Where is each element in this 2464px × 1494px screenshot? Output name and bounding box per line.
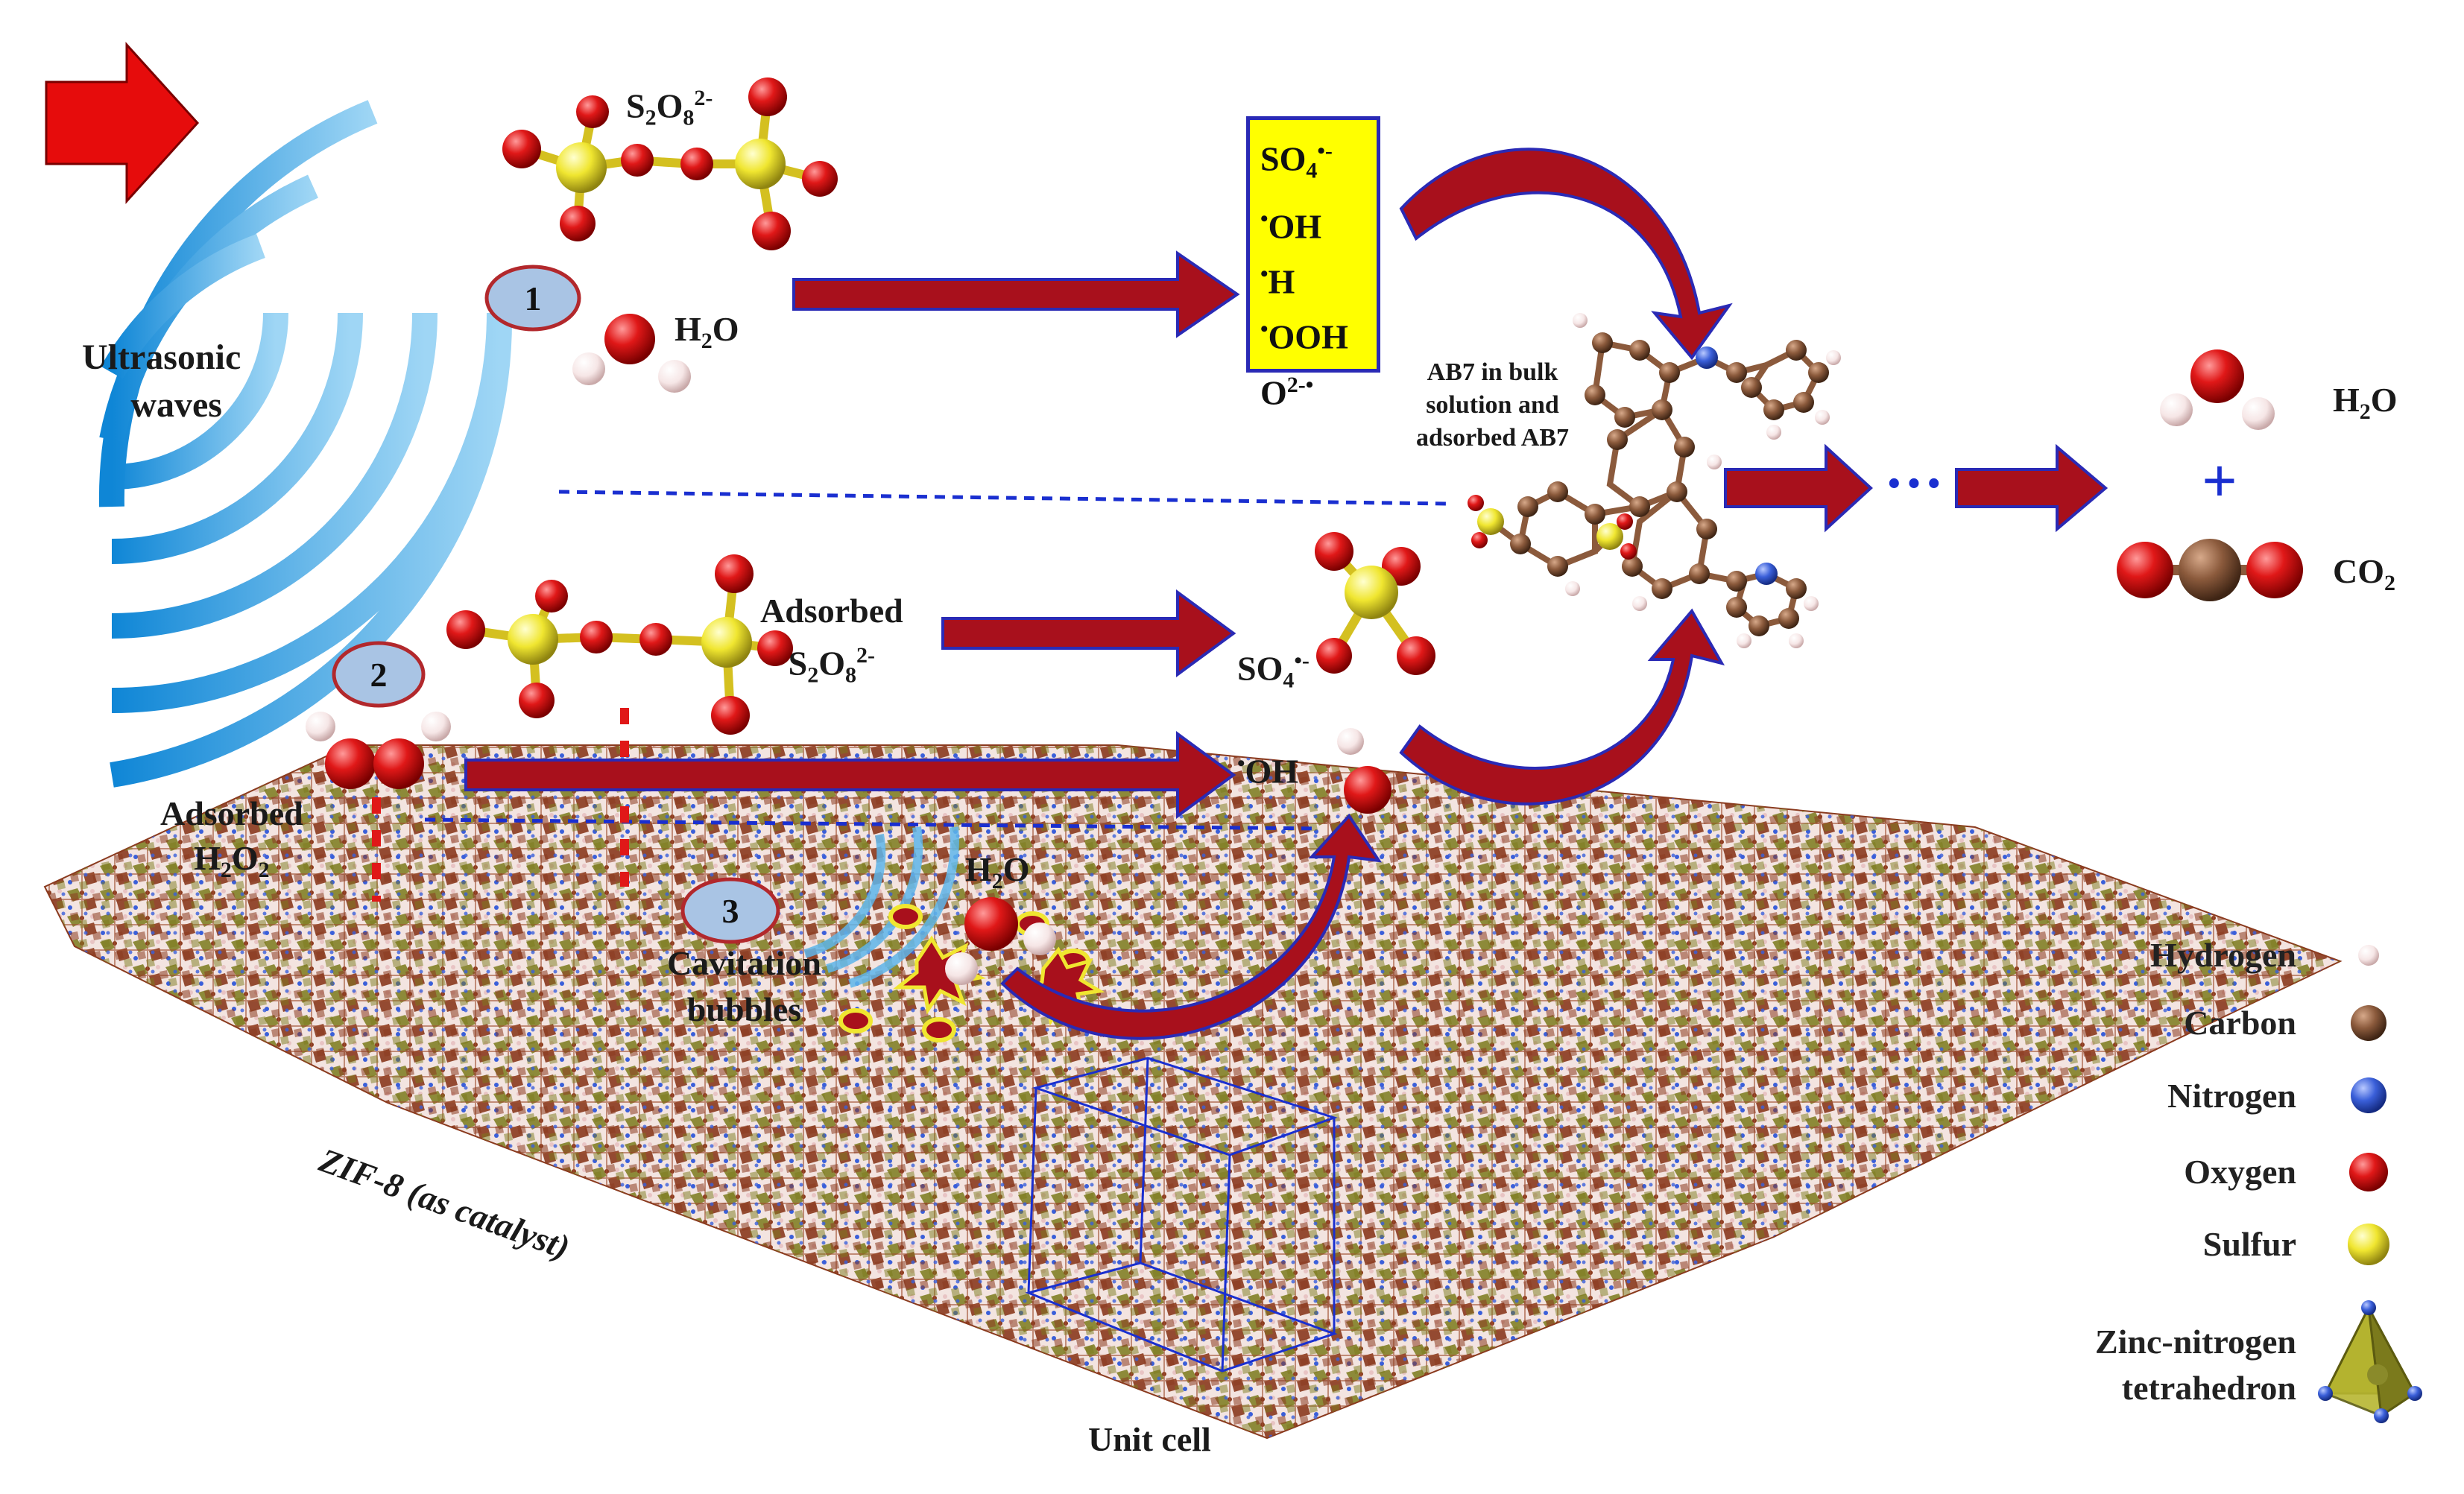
nitrogen-atom-icon — [2351, 1077, 2386, 1113]
radical-hydrogen: •H — [1260, 261, 1295, 301]
legend-icons — [2318, 945, 2422, 1423]
product-water-molecule — [2160, 349, 2275, 430]
adsorbed-h2o2-line-1: Adsorbed — [160, 794, 303, 832]
unit-cell-box — [1025, 1057, 1338, 1373]
cavitation-line-2: bubbles — [686, 990, 802, 1028]
ultrasonic-waves-icon — [98, 100, 378, 507]
adsorbed-persulfate-line-1: Adsorbed — [760, 592, 903, 630]
legend-tetrahedron-line-2: tetrahedron — [2121, 1369, 2296, 1407]
ultrasonic-line-1: Ultrasonic — [82, 338, 241, 377]
product-co2-label: CO2 — [2333, 552, 2395, 596]
persulfate-label-top: S2O82- — [626, 86, 713, 130]
legend-nitrogen-label: Nitrogen — [2167, 1077, 2296, 1115]
ultrasonic-waves-label: Ultrasonic waves — [82, 334, 241, 429]
legend-tetrahedron-line-1: Zinc-nitrogen — [2094, 1323, 2296, 1361]
svg-text:1: 1 — [525, 279, 542, 317]
hydroxyl-radical-label: •OH — [1237, 751, 1299, 791]
curved-arrow-top — [1399, 148, 1733, 361]
hydrogen-atom-icon — [2358, 945, 2379, 966]
hydroxyl-radical-molecule — [1337, 728, 1391, 814]
degradation-arrow-1 — [1724, 443, 1873, 533]
legend-carbon-label: Carbon — [2184, 1004, 2296, 1042]
adsorbed-persulfate-line-2: S2O82- — [788, 643, 876, 688]
persulfate-molecule-adsorbed — [446, 554, 793, 735]
svg-text:2: 2 — [370, 656, 388, 694]
water-molecule-top — [572, 314, 691, 393]
product-water-label: H2O — [2333, 381, 2398, 425]
zif8-framework — [43, 744, 2343, 1440]
radicals-box: SO4•- •OH •H •OOH O2-• — [1246, 116, 1380, 411]
product-co2-molecule — [2117, 539, 2303, 601]
legend-tetrahedron-label: Zinc-nitrogen tetrahedron — [2095, 1319, 2296, 1411]
step-badge-3: 3 — [680, 877, 780, 944]
reaction-arrow-2 — [941, 589, 1236, 677]
legend-sulfur-label: Sulfur — [2202, 1225, 2296, 1263]
curved-arrow-bottom — [1399, 608, 1725, 805]
reaction-arrow-1 — [792, 250, 1240, 338]
ab7-line-2: solution and — [1426, 391, 1559, 419]
zinc-nitrogen-tetrahedron-icon — [2318, 1300, 2422, 1423]
water-label-top: H2O — [675, 310, 739, 354]
adsorbed-persulfate-label: Adsorbed S2O82- — [760, 589, 903, 698]
legend-hydrogen-label: Hydrogen — [2150, 936, 2296, 974]
radical-superoxide: O2-• — [1260, 372, 1314, 411]
cavitation-water-label: H2O — [965, 850, 1030, 894]
radical-hydroperoxyl: •OOH — [1260, 317, 1348, 356]
adsorbed-h2o2-line-2: H2O2 — [194, 839, 270, 883]
radical-hydroxyl: •OH — [1260, 206, 1322, 245]
ellipsis-dots: ··· — [1884, 451, 1944, 516]
oxygen-atom-icon — [2349, 1153, 2388, 1191]
ab7-label: AB7 in bulk solution and adsorbed AB7 — [1416, 356, 1569, 455]
step-badge-2: 2 — [332, 641, 426, 708]
radical-sulfate: SO4•- — [1260, 139, 1333, 183]
sulfate-radical-molecule — [1315, 532, 1435, 675]
input-arrow-icon — [45, 42, 200, 204]
ultrasonic-line-2: waves — [130, 385, 222, 425]
unit-cell-label: Unit cell — [1088, 1420, 1211, 1458]
dashed-separator-1 — [558, 490, 1447, 506]
sulfur-atom-icon — [2348, 1224, 2389, 1265]
h2o2-molecule-adsorbed — [306, 712, 451, 789]
sulfate-radical-label: SO4•- — [1237, 648, 1310, 693]
carbon-atom-icon — [2351, 1005, 2386, 1041]
curved-arrow-cavitation — [1000, 813, 1383, 1040]
adsorbed-h2o2-label: Adsorbed H2O2 — [160, 791, 303, 893]
persulfate-molecule-top — [502, 77, 838, 250]
reaction-arrow-3 — [464, 731, 1236, 819]
step-badge-1: 1 — [484, 265, 581, 332]
ab7-line-3: adsorbed AB7 — [1416, 424, 1569, 452]
plus-sign: + — [2202, 447, 2237, 513]
water-molecule-cavitation — [945, 897, 1056, 985]
svg-text:3: 3 — [722, 892, 739, 930]
cavitation-bubbles-label: Cavitation bubbles — [667, 940, 821, 1033]
ab7-line-1: AB7 in bulk — [1427, 358, 1558, 386]
cavitation-line-1: Cavitation — [667, 944, 821, 982]
dashed-separator-2 — [424, 817, 1320, 831]
ab7-atoms — [1468, 313, 1841, 648]
legend-oxygen-label: Oxygen — [2184, 1153, 2296, 1191]
degradation-arrow-2 — [1955, 443, 2108, 533]
cavitation-bubbles-icon — [838, 904, 1105, 1042]
ultrasonic-waves-icon — [110, 312, 513, 788]
